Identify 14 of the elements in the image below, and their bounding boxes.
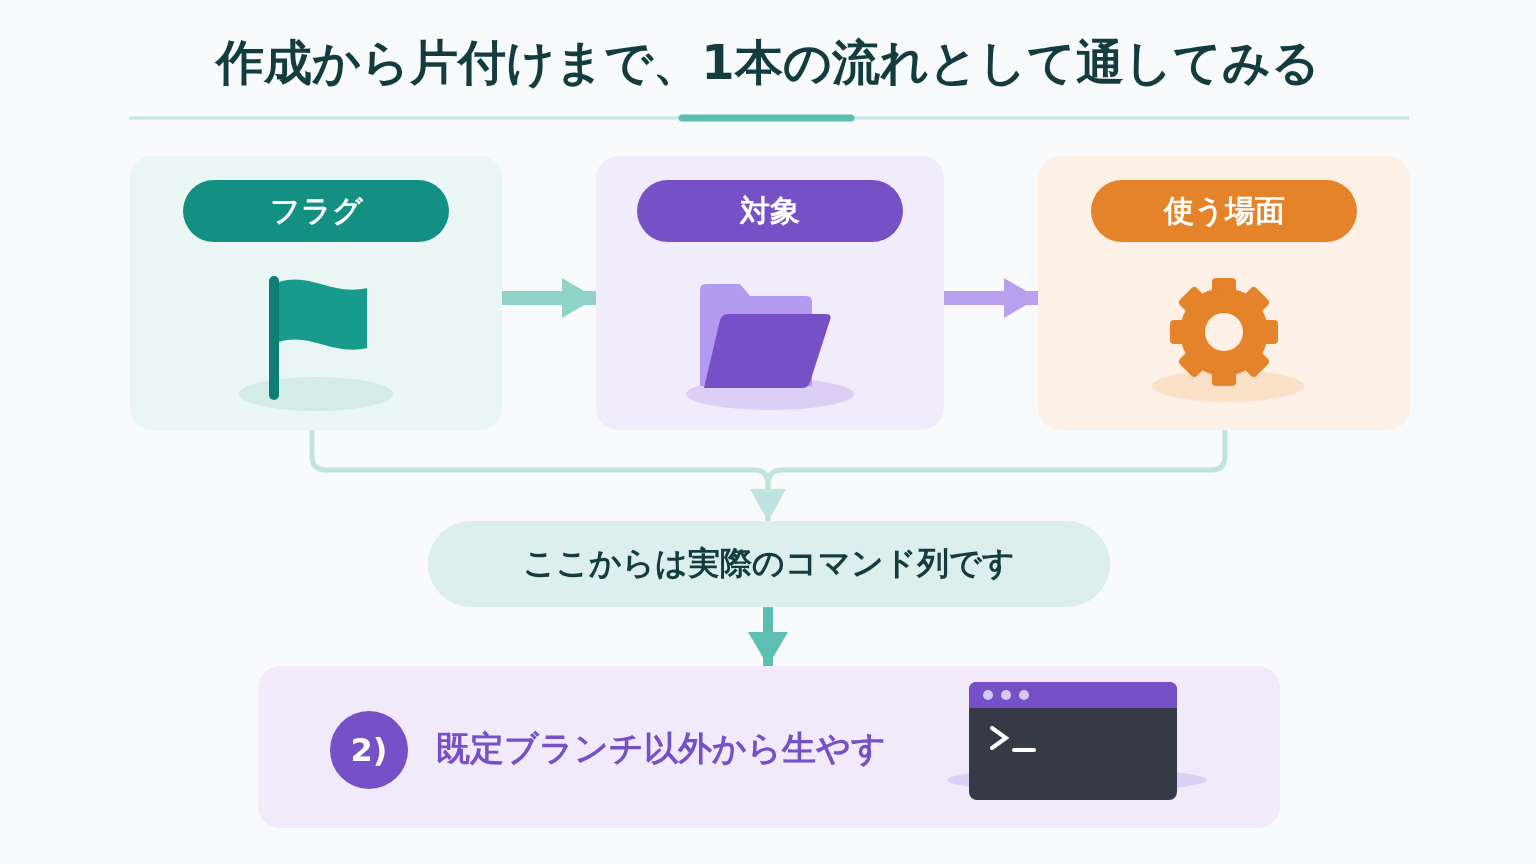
note-pill: ここからは実際のコマンド列です <box>428 521 1110 607</box>
step-text: 既定ブランチ以外から生やす <box>436 727 886 770</box>
card-heading: 対象 <box>637 180 903 242</box>
arrow <box>502 278 596 318</box>
card-background <box>1038 156 1410 430</box>
card-background <box>596 156 944 430</box>
arrow <box>750 430 1228 521</box>
arrow <box>944 278 1038 318</box>
card-heading: 使う場面 <box>1091 180 1357 242</box>
arrow <box>748 607 788 666</box>
title: 作成から片付けまで、1本の流れとして通してみる <box>213 33 1321 92</box>
step-number: 2) <box>330 711 408 789</box>
card-heading: フラグ <box>183 180 449 242</box>
card-background <box>130 156 502 430</box>
